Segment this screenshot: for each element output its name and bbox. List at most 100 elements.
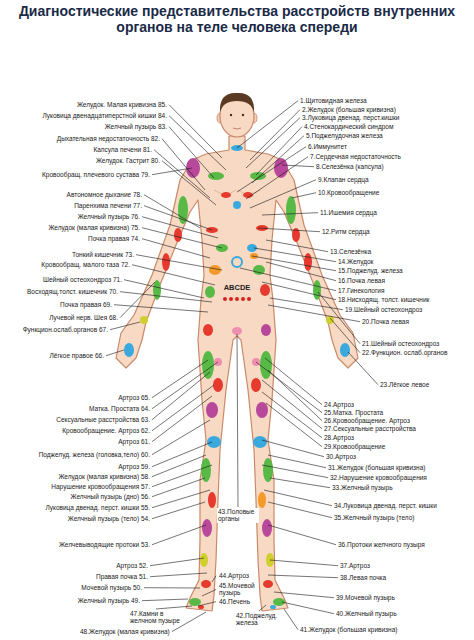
hair [220,93,254,112]
callout-label: Желчевыводящие протоки 53. [59,541,150,548]
leader-line [156,606,192,609]
callout-label: Капсула печени 81. [94,146,152,153]
dot [235,297,239,301]
spot [232,327,242,335]
leader-line [162,139,205,190]
leader-line [114,305,208,312]
callout-label: 20.Почка левая [362,318,409,325]
callout-label: Лучевой нерв. Шея 68. [49,314,118,321]
callout-label: Кровообращение. Артроз 62. [62,427,150,434]
callout-label: 40.Желчный пузырь [336,610,397,617]
mouth [233,128,241,129]
callout-label: 38.Левая почка [340,574,386,581]
leader-line [246,118,300,168]
leader-line [282,165,314,167]
leader-line [268,455,326,468]
navel-ring [232,257,242,267]
leader-line [268,575,338,578]
leader-line [144,206,212,230]
body-mark: ABCDE [224,284,251,293]
callout-label: 28.Артроз [324,434,354,441]
callout-label: 1.Щитовидная железа [300,97,367,104]
leader-line [270,298,343,310]
spot [203,324,213,336]
callout-label: Тонкий кишечник 73. [72,251,134,258]
callout-label: Желчный пузырь 83. [105,123,167,130]
leader-line [262,282,336,300]
callout-label: 33.Желчный пузырь [332,484,393,491]
spot [207,436,221,448]
leader-line [265,358,322,405]
leader-line [202,590,216,597]
leader-line [144,587,200,588]
callout-label: Восходящ.толст. кишечник 70. [27,288,118,295]
leader-line [266,403,322,447]
eye [242,114,244,116]
spot [286,196,296,224]
dot [241,297,245,301]
callout-label: Дыхательная недостаточность 82. [57,135,160,142]
spot [202,351,214,379]
leader-line [198,602,216,606]
spot [313,280,321,300]
callout-label: Желчный пузырь (тело) 54. [68,515,150,522]
callout-label: 6.Иммунитет [308,143,347,150]
leader-line [152,465,212,487]
callout-label: 25.Матка. Простата [324,409,383,416]
callout-label: Артроз 59. [118,463,150,470]
spot [200,553,208,567]
leader-line [152,455,206,477]
leader-line [152,502,205,519]
leader-line [252,136,304,183]
leader-line [268,525,336,545]
spot [250,253,258,259]
callout-label: 36.Протоки желчного пузыря [338,541,425,548]
callout-label: Желчный пузырь 49. [78,597,140,604]
callout-label: 7.Сердечная недостаточность [310,153,401,160]
callout-label: Желчный пузырь (дно) 56. [71,493,150,500]
leader-line [237,147,306,192]
spot [251,378,261,392]
callout-label: Желудок (малая кривизна) 58. [58,473,150,480]
eye [230,114,232,116]
spot [209,265,221,275]
leader-line [152,420,210,455]
leader-line [152,362,218,409]
callout-label: 32.Нарушение кровообращения [330,474,427,481]
callout-label: Почка правая 74. [88,235,140,242]
callout-label: 13.Селезёнка [330,248,371,255]
spot [221,192,231,198]
callout-label: Паренхима печени 77. [74,202,142,209]
callout-label: 9.Клапан сердца [318,176,369,183]
callout-label: Нарушение кровообращения 57. [51,483,150,490]
leader-line [124,280,204,298]
callout-label: Желудок. Малая кривизна 85. [77,101,167,108]
callout-label: Артроз 52. [116,562,148,569]
callout-label: Желудок (малая кривизна) 75. [48,224,140,231]
leader-line [262,440,324,457]
body-outline [116,136,358,611]
spot [208,172,224,180]
dot [247,297,251,301]
callout-label: Автономное дыхание 78. [67,191,142,198]
callout-label: Правая почка 51. [96,573,148,580]
leader-line [237,334,238,507]
callout-label: 41.Желудок (большая кривизна) [300,626,397,633]
callout-label: 47.Камни в желчном пузыре [130,610,182,625]
callout-label: 15.Поджелуд. железа [338,267,403,274]
spot [340,343,350,357]
leader-line [152,442,212,467]
spot [253,436,267,448]
spot [256,402,268,418]
leader-line [282,602,334,614]
title: Диагностические представительства расстр… [4,3,470,35]
leader-line [266,262,336,281]
callout-label: 23.Лёгкое левое [380,381,429,388]
spot [174,228,182,242]
spot [270,605,276,609]
spot [201,580,211,588]
callout-label: 11.Ишемия сердца [320,209,377,216]
leader-line [262,392,322,438]
callout-label: 42.Поджелуд. железа [236,612,282,627]
